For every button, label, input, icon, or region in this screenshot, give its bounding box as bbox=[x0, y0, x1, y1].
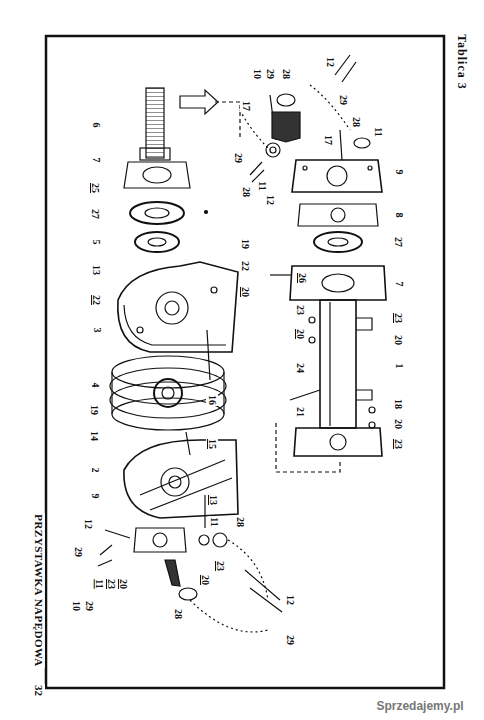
callout-number: 20 bbox=[239, 286, 251, 298]
callout-number: 9 bbox=[392, 169, 404, 176]
callout-number: 16 bbox=[206, 394, 218, 406]
callout-number: 29 bbox=[264, 68, 276, 80]
callout-number: 28 bbox=[240, 186, 252, 198]
callout-number: 27 bbox=[89, 208, 101, 220]
callout-number: 29 bbox=[72, 546, 84, 558]
callout-number: 23 bbox=[294, 304, 306, 316]
callout-number: 19 bbox=[88, 404, 100, 416]
callout-number: 1 bbox=[392, 363, 404, 370]
callout-number: 5 bbox=[89, 239, 101, 246]
callout-number: 13 bbox=[90, 264, 102, 276]
plate-heading: Tablica 3 bbox=[455, 33, 469, 91]
callout-number: 29 bbox=[232, 152, 244, 164]
callout-number: 20 bbox=[294, 328, 306, 340]
callout-number: 14 bbox=[88, 430, 100, 442]
callout-number: 22 bbox=[239, 260, 251, 272]
callout-number: 17 bbox=[322, 134, 334, 146]
callout-number: 28 bbox=[350, 116, 362, 128]
callout-number: 11 bbox=[256, 180, 268, 191]
callout-number: 19 bbox=[239, 238, 251, 250]
callout-number: 23 bbox=[105, 578, 117, 590]
callout-number: 20 bbox=[392, 418, 404, 430]
callout-number: 9 bbox=[88, 493, 100, 500]
callout-number: 8 bbox=[392, 212, 404, 219]
callout-number: 3 bbox=[90, 327, 102, 334]
callout-number: 12 bbox=[264, 194, 276, 206]
callout-number: 28 bbox=[234, 516, 246, 528]
callout-number: 25 bbox=[89, 182, 101, 194]
callout-number: 29 bbox=[284, 634, 296, 646]
callout-number: 28 bbox=[172, 608, 184, 620]
callout-number: 29 bbox=[83, 600, 95, 612]
watermark: Sprzedajemy.pl bbox=[375, 699, 464, 713]
callout-number: 7 bbox=[392, 281, 404, 288]
callout-number: 21 bbox=[294, 406, 306, 418]
callout-number: 23 bbox=[392, 438, 404, 450]
callout-number: 17 bbox=[240, 100, 252, 112]
page-number: 32 bbox=[32, 684, 45, 697]
callout-number: 12 bbox=[82, 518, 94, 530]
callout-number: 4 bbox=[88, 382, 100, 389]
callout-number: 11 bbox=[372, 126, 384, 137]
callout-number: 20 bbox=[392, 334, 404, 346]
callout-number: 23 bbox=[392, 312, 404, 324]
callout-number: 10 bbox=[70, 600, 82, 612]
callout-number: 23 bbox=[214, 560, 226, 572]
callout-number: 24 bbox=[294, 362, 306, 374]
callout-number: 29 bbox=[337, 94, 349, 106]
callout-number: 20 bbox=[117, 578, 129, 590]
callout-number: 15 bbox=[206, 438, 218, 450]
callout-number: 2 bbox=[88, 467, 100, 474]
callout-number: 10 bbox=[251, 68, 263, 80]
callout-number: 12 bbox=[284, 594, 296, 606]
callout-number: 11 bbox=[93, 578, 105, 589]
callout-number: 26 bbox=[296, 272, 308, 284]
callout-number: 6 bbox=[89, 122, 101, 129]
callout-number: 27 bbox=[392, 236, 404, 248]
callout-number: 12 bbox=[324, 56, 336, 68]
callout-number: 7 bbox=[89, 157, 101, 164]
callout-number: 13 bbox=[207, 494, 219, 506]
callout-number: 22 bbox=[90, 294, 102, 306]
callout-number: 11 bbox=[208, 516, 220, 527]
callout-number: 28 bbox=[280, 68, 292, 80]
page-title: PRZYSTAWKA NAPĘDOWA bbox=[32, 513, 45, 668]
callout-number: 18 bbox=[392, 398, 404, 410]
callout-number: 20 bbox=[199, 574, 211, 586]
